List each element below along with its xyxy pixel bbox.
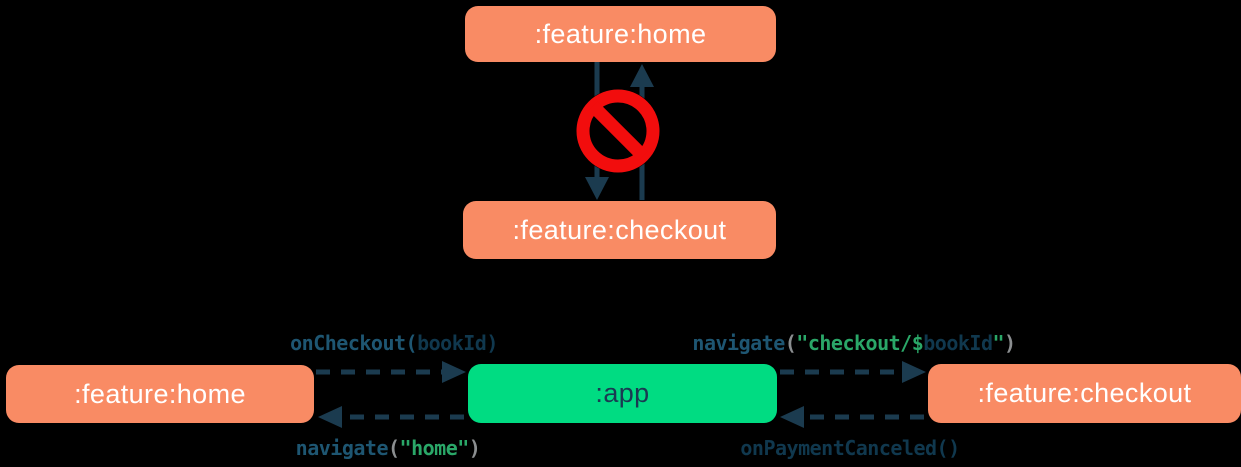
code-token: bookId [417,331,487,355]
code-token: ( [405,331,418,355]
no-entry-icon-backdrop [576,89,660,173]
code-token: "checkout/$ [796,331,924,355]
module-box-app: :app [468,364,777,423]
module-box-label: :feature:home [74,378,246,409]
code-token: ) [468,436,481,460]
code-token: "home" [399,436,470,460]
module-box-label: :feature:checkout [977,378,1192,408]
module-box-feature-checkout-bottom: :feature:checkout [928,364,1241,423]
code-token: bookId [923,331,993,355]
code-token: onCheckout [290,331,406,355]
no-entry-icon-ring [576,89,660,173]
arrow-home-to-checkout-head [585,177,609,200]
module-box-feature-home-bottom: :feature:home [6,365,314,423]
edge-label-navigate-home: navigate("home") [296,436,481,460]
code-token: " [992,331,1005,355]
arrow-app-to-home-head [318,406,342,428]
arrow-home-to-app-head [442,361,466,383]
module-box-label: :feature:checkout [512,214,727,245]
module-box-feature-checkout-top: :feature:checkout [463,201,776,259]
no-entry-icon [576,89,660,173]
edge-label-navigate-checkout: navigate("checkout/$bookId") [692,331,1016,355]
module-box-label: :app [595,378,650,408]
arrow-app-to-checkout-head [902,361,926,383]
code-token: navigate [692,331,785,355]
code-token: ( [784,331,797,355]
edge-label-onpaymentcanceled: onPaymentCanceled() [740,436,960,460]
no-entry-icon-slash [588,101,648,161]
module-box-feature-home-top: :feature:home [465,6,776,62]
code-token: ) [486,331,498,355]
arrow-checkout-to-app-head [780,406,804,428]
arrow-checkout-to-home-head [630,64,654,87]
code-token: onPaymentCanceled() [740,436,960,460]
code-token: ( [387,436,400,460]
edge-label-oncheckout: onCheckout(bookId) [290,331,498,355]
code-token: ) [1004,331,1016,355]
code-token: navigate [295,436,389,460]
module-box-label: :feature:home [534,18,707,49]
